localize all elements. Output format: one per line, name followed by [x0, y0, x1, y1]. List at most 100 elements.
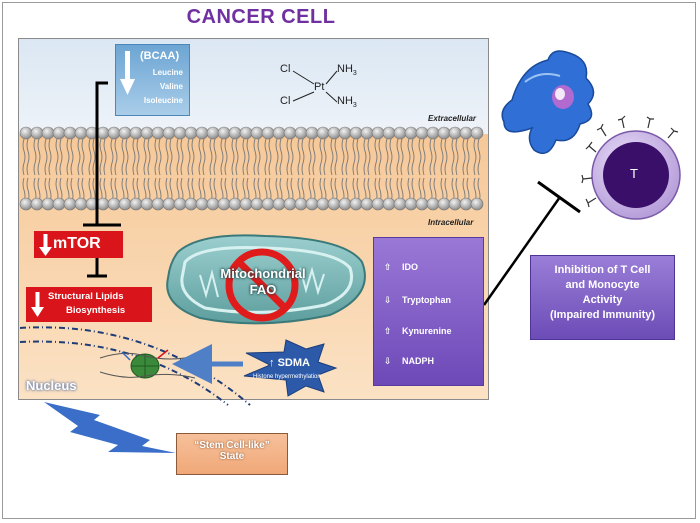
phospholipid — [33, 138, 37, 176]
phospholipid — [151, 197, 165, 211]
phospholipid — [63, 126, 77, 140]
phospholipid — [429, 138, 433, 176]
ammine-label: NH3 — [337, 63, 357, 78]
down-arrow-icon — [31, 292, 44, 317]
immune-inhibition-bar — [537, 180, 581, 214]
phospholipid — [327, 197, 341, 211]
phospholipid — [74, 197, 88, 211]
down-arrow-icon: ⇩ — [384, 295, 392, 305]
mito-line: Mitochondrial — [220, 266, 306, 281]
phospholipid — [118, 126, 132, 140]
phospholipid — [426, 126, 440, 140]
phospholipid — [239, 197, 253, 211]
phospholipid — [44, 138, 48, 176]
sdma-sublabel: Histone hypermethylation — [253, 374, 321, 380]
phospholipid — [202, 138, 206, 176]
phospholipid — [63, 197, 77, 211]
phospholipid — [217, 197, 231, 211]
prohibition-icon — [225, 248, 299, 322]
phospholipid — [110, 138, 114, 176]
phospholipid — [305, 197, 319, 211]
phospholipid — [393, 197, 407, 211]
phospholipid — [231, 138, 235, 176]
phospholipid — [162, 197, 176, 211]
phospholipid — [349, 126, 363, 140]
phospholipid — [41, 126, 55, 140]
phospholipid — [92, 138, 96, 176]
phospholipid — [74, 126, 88, 140]
bcaa-title: (BCAA) — [140, 50, 180, 62]
phospholipid — [261, 126, 275, 140]
phospholipid — [334, 138, 338, 176]
phospholipid — [422, 138, 426, 176]
phospholipid — [338, 126, 352, 140]
phospholipid — [206, 197, 220, 211]
phospholipid — [444, 138, 448, 176]
inhibition-line: Activity — [582, 294, 623, 306]
phospholipid — [448, 197, 462, 211]
lightning-bolt — [44, 402, 176, 453]
phospholipid — [470, 126, 484, 140]
phospholipid — [459, 197, 473, 211]
phospholipid — [19, 126, 33, 140]
bcaa-item: Leucine — [152, 68, 183, 77]
phospholipid — [294, 197, 308, 211]
phospholipid — [323, 138, 327, 176]
inhibition-box: Inhibition of T Cell and Monocyte Activi… — [530, 255, 675, 340]
phospholipid — [389, 138, 393, 176]
phospholipid — [162, 126, 176, 140]
phospholipid — [356, 138, 360, 176]
phospholipid — [415, 126, 429, 140]
phospholipid — [319, 138, 323, 176]
phospholipid — [440, 138, 444, 176]
phospholipid — [26, 138, 30, 176]
phospholipid — [382, 197, 396, 211]
ammine-label: NH3 — [337, 95, 357, 110]
phospholipid — [301, 138, 305, 176]
phospholipid — [363, 138, 367, 176]
phospholipid — [228, 197, 242, 211]
phospholipid — [184, 126, 198, 140]
phospholipid — [462, 138, 466, 176]
mitochondria-label: Mitochondrial FAO — [213, 266, 313, 298]
bcaa-box: (BCAA) Leucine Valine Isoleucine — [115, 44, 190, 116]
phospholipid — [81, 138, 85, 176]
phospholipid — [378, 138, 382, 176]
phospholipid — [176, 138, 180, 176]
monocyte-icon — [501, 50, 595, 155]
phospholipid — [418, 138, 422, 176]
phospholipid — [220, 138, 224, 176]
inhibition-line: and Monocyte — [565, 279, 640, 291]
phospholipid — [107, 126, 121, 140]
phospholipid — [345, 138, 349, 176]
phospholipid — [198, 138, 202, 176]
phospholipid — [48, 138, 52, 176]
phospholipid — [316, 197, 330, 211]
phospholipid — [433, 138, 437, 176]
phospholipid — [242, 138, 246, 176]
phospholipid — [385, 138, 389, 176]
lipids-line: Structural Lipids — [48, 291, 124, 302]
phospholipid — [272, 197, 286, 211]
phospholipid — [374, 138, 378, 176]
phospholipid — [77, 138, 81, 176]
phospholipid — [382, 126, 396, 140]
phospholipid — [180, 138, 184, 176]
phospholipid — [261, 197, 275, 211]
phospholipid — [30, 126, 44, 140]
chlorine-label: Cl — [280, 95, 291, 107]
phospholipid — [426, 197, 440, 211]
phospholipid — [173, 126, 187, 140]
cell-membrane — [19, 126, 484, 211]
phospholipid — [103, 138, 107, 176]
phospholipid — [88, 138, 92, 176]
phospholipid — [411, 138, 415, 176]
phospholipid — [147, 138, 151, 176]
phospholipid — [396, 138, 400, 176]
phospholipid — [52, 126, 66, 140]
phospholipid — [316, 126, 330, 140]
phospholipid — [52, 197, 66, 211]
phospholipid — [224, 138, 228, 176]
phospholipid — [404, 197, 418, 211]
phospholipid — [367, 138, 371, 176]
